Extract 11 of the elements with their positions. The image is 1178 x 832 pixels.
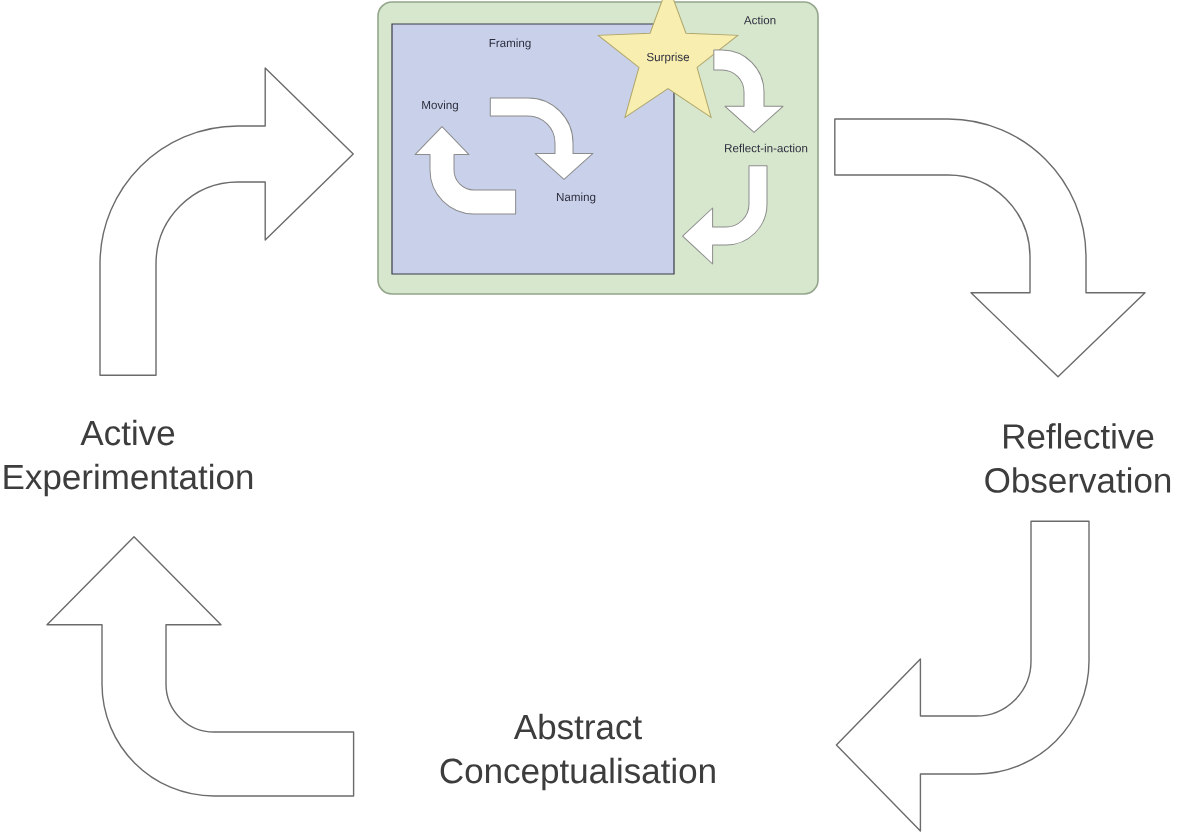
block-arrow [834,118,1146,378]
block-arrow [835,520,1090,832]
block-arrow [682,165,768,265]
block-arrow [489,97,594,180]
stage-label: Abstract Conceptualisation [440,713,715,791]
block-arrow [713,49,784,133]
block-arrow [414,126,517,215]
block-arrow [99,67,354,376]
stage-label: Reflective Observation [985,423,1171,493]
stage-label: Active Experimentation [4,419,253,497]
block-arrow [46,536,355,797]
